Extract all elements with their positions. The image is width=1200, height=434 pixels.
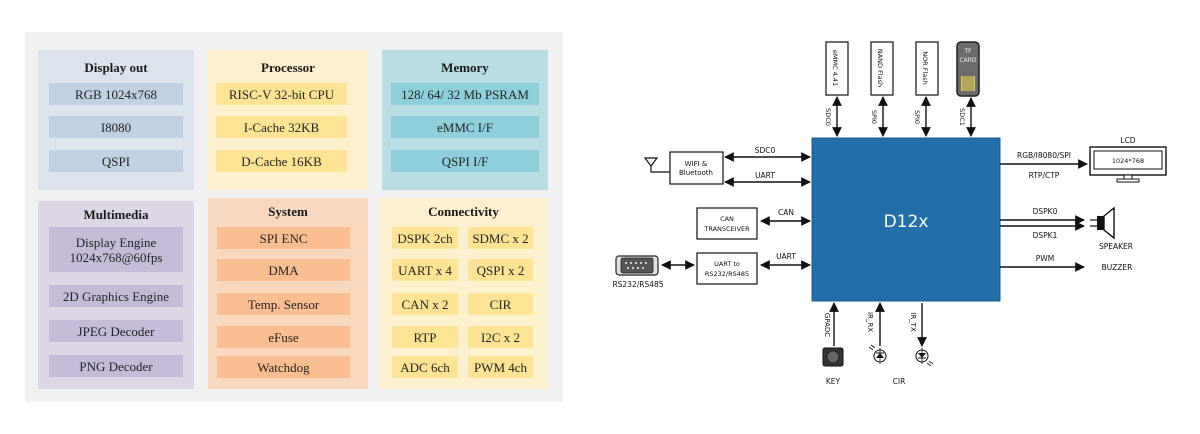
wifi-label: WIFI & [685, 160, 708, 168]
monitor-icon [1089, 146, 1167, 183]
emmc-label: eMMC 4.41 [831, 50, 839, 86]
lcd-resolution: 1024*768 [1112, 157, 1144, 165]
speaker-icon [1090, 206, 1115, 240]
group-display-out: Display out RGB 1024x768 I8080 QSPI [38, 50, 194, 190]
feature-chip: CIR [468, 293, 533, 315]
buzzer-label: BUZZER [1102, 263, 1133, 272]
group-title: Processor [261, 60, 315, 75]
top-device-emmc: eMMC 4.41 SDC0 [824, 41, 849, 137]
group-multimedia: Multimedia Display Engine 1024x768@60fps… [38, 201, 194, 389]
group-title: Multimedia [83, 207, 149, 222]
feature-chip: eFuse [217, 326, 350, 348]
wifi-bluetooth-module: WIFI & Bluetooth SDC0 UART [643, 146, 811, 187]
feature-chip: UART x 4 [392, 259, 458, 281]
feature-chip: PWM 4ch [468, 356, 533, 378]
bluetooth-label: Bluetooth [679, 169, 713, 177]
soc-label: D12x [884, 212, 929, 232]
can-label: CAN [720, 215, 734, 223]
group-title: System [268, 204, 308, 219]
uart-rs232-converter: UART to RS232/RS485 UART RS232/RS485 [612, 252, 811, 289]
speaker-output: DSPK0 DSPK1 SPEAKER [1000, 206, 1133, 251]
feature-chip: SPI ENC [217, 227, 350, 249]
bus-label: DSPK1 [1033, 231, 1058, 240]
soc-block [811, 137, 1001, 302]
bus-label: SPI0 [870, 110, 878, 124]
feature-chip: RGB 1024x768 [49, 83, 183, 105]
feature-chip: eMMC I/F [391, 116, 539, 138]
feature-chip: 2D Graphics Engine [49, 285, 183, 307]
feature-panel: Display out RGB 1024x768 I8080 QSPI Proc… [25, 32, 563, 402]
bus-label: DSPK0 [1033, 207, 1058, 216]
feature-chip: QSPI x 2 [468, 259, 533, 281]
svg-text:TF: TF [963, 48, 972, 55]
feature-chip: SDMC x 2 [468, 227, 533, 249]
lcd-output: RGB/I8080/SPI RTP/CTP LCD 1024*768 [1000, 136, 1167, 183]
bus-label: SDC1 [958, 108, 966, 126]
nand-label: NAND Flash [876, 49, 884, 87]
block-diagram: D12x eMMC 4.41 SDC0 NAND Flash SPI0 NOR … [612, 41, 1167, 386]
group-connectivity: Connectivity DSPK 2ch SDMC x 2 UART x 4 … [379, 198, 548, 389]
group-title: Connectivity [428, 204, 499, 219]
feature-chip: DMA [217, 259, 350, 281]
cir-label: CIR [893, 377, 906, 386]
bus-label: IR_RX [866, 312, 874, 332]
svg-text:CARD: CARD [959, 57, 976, 64]
can-transceiver: CAN TRANSCEIVER CAN [696, 207, 811, 240]
top-device-nor: NOR Flash SPI0 [913, 41, 939, 137]
top-device-nand: NAND Flash SPI0 [870, 41, 894, 137]
antenna-icon [643, 157, 670, 173]
ir-receiver-icon [868, 344, 887, 364]
feature-chip: I2C x 2 [468, 326, 533, 348]
feature-chip: CAN x 2 [392, 293, 458, 315]
bus-label: UART [776, 252, 796, 261]
feature-chip: RTP [392, 326, 458, 348]
feature-chip: DSPK 2ch [392, 227, 458, 249]
bus-label: SDC0 [755, 146, 776, 155]
feature-chip: QSPI [49, 150, 183, 172]
bus-label: RGB/I8080/SPI [1017, 151, 1071, 160]
group-memory: Memory 128/ 64/ 32 Mb PSRAM eMMC I/F QSP… [382, 50, 548, 190]
ir-led-icon [915, 348, 934, 367]
feature-chip: Watchdog [217, 356, 350, 378]
feature-chip: D-Cache 16KB [216, 150, 347, 172]
feature-chip: I8080 [49, 116, 183, 138]
key-label: KEY [826, 377, 841, 386]
transceiver-label: TRANSCEIVER [703, 225, 750, 233]
ir-tx-output: IR_TX [909, 303, 934, 367]
bus-label: PWM [1036, 254, 1054, 263]
feature-chip: QSPI I/F [391, 150, 539, 172]
group-title: Display out [84, 60, 148, 75]
group-title: Memory [441, 60, 489, 75]
rs232-rs485-label: RS232/RS485 [705, 270, 749, 278]
nor-label: NOR Flash [921, 51, 929, 85]
bus-label: SDC0 [824, 108, 832, 126]
bus-label: SPI0 [913, 110, 921, 124]
top-device-tf-card: TF CARD SDC1 [956, 41, 980, 137]
feature-chip: 128/ 64/ 32 Mb PSRAM [391, 83, 539, 105]
bus-label: UART [755, 171, 775, 180]
ir-rx-input: IR_RX [866, 302, 887, 364]
key-input: GPADC KEY [822, 302, 844, 386]
feature-chip: Display Engine 1024x768@60fps [49, 227, 183, 272]
bus-label: CAN [778, 208, 794, 217]
bus-label: GPADC [823, 313, 831, 337]
uart-to-label: UART to [714, 260, 740, 268]
speaker-label: SPEAKER [1099, 242, 1133, 251]
buzzer-output: PWM BUZZER [1000, 254, 1132, 272]
feature-chip: JPEG Decoder [49, 320, 183, 342]
db9-connector-icon [615, 255, 659, 276]
lcd-title: LCD [1120, 136, 1135, 145]
feature-chip: PNG Decoder [49, 355, 183, 377]
feature-chip: Temp. Sensor [217, 293, 350, 315]
group-processor: Processor RISC-V 32-bit CPU I-Cache 32KB… [208, 50, 368, 190]
bus-label: IR_TX [909, 312, 917, 332]
group-system: System SPI ENC DMA Temp. Sensor eFuse Wa… [208, 198, 368, 389]
feature-chip: ADC 6ch [392, 356, 458, 378]
bus-label: RTP/CTP [1029, 171, 1060, 180]
feature-chip: I-Cache 32KB [216, 116, 347, 138]
push-button-icon [822, 347, 844, 367]
connector-label: RS232/RS485 [612, 280, 663, 289]
feature-chip: RISC-V 32-bit CPU [216, 83, 347, 105]
